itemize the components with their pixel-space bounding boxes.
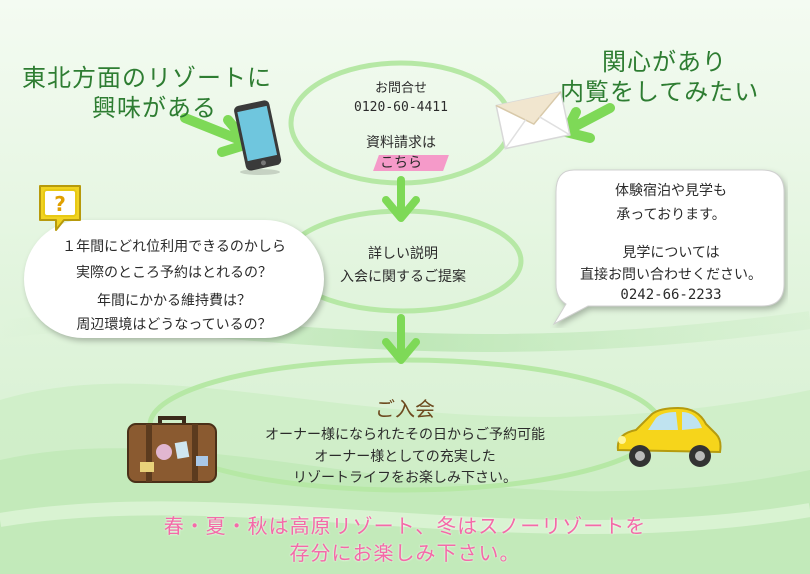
arrow-down-icon (382, 176, 420, 222)
visit-interest-line2: 内覧をしてみたい (560, 78, 760, 106)
arrow-down-icon (382, 314, 420, 364)
questions-bubble (24, 220, 324, 338)
visit-line3: 見学については (622, 245, 720, 261)
envelope-icon (495, 90, 571, 150)
car-icon (616, 406, 722, 467)
visit-line4: 直接お問い合わせください。 (580, 267, 762, 283)
question-3: 年間にかかる維持費は？ (97, 293, 251, 309)
contact-phone[interactable]: 0120-60-4411 (354, 100, 448, 115)
suitcase-icon (127, 416, 217, 483)
interest-heading-line1: 東北方面のリゾートに (22, 64, 272, 92)
question-1: １年間にどれ位利用できるのかしら (62, 239, 286, 255)
smartphone-icon (234, 100, 282, 175)
explain-line2: 入会に関するご提案 (340, 269, 466, 285)
join-line2: オーナー様としての充実した (314, 449, 496, 465)
join-line1: オーナー様になられたその日からご予約可能 (265, 427, 545, 443)
visit-line2: 承っております。 (616, 207, 726, 223)
explain-line1: 詳しい説明 (368, 246, 438, 262)
interest-heading-line2: 興味がある (92, 94, 217, 122)
question-4: 周辺環境はどうなっているの？ (76, 317, 272, 333)
svg-text:?: ? (54, 192, 66, 216)
request-link[interactable]: こちら (380, 155, 422, 171)
contact-label: お問合せ (374, 81, 427, 96)
question-2: 実際のところ予約はとれるの？ (76, 265, 272, 281)
join-line3: リゾートライフをお楽しみ下さい。 (293, 470, 517, 486)
footer-line2: 存分にお楽しみ下さい。 (289, 541, 521, 565)
question-badge-icon: ? (39, 185, 81, 231)
visit-line1: 体験宿泊や見学も (615, 183, 727, 199)
visit-interest-line1: 関心があり (602, 48, 727, 76)
visit-bubble (552, 169, 785, 326)
join-title: ご入会 (375, 397, 435, 421)
visit-phone[interactable]: 0242-66-2233 (620, 287, 722, 303)
footer-line1: 春・夏・秋は高原リゾート、冬はスノーリゾートを (163, 514, 647, 538)
request-line1: 資料請求は (366, 135, 436, 151)
